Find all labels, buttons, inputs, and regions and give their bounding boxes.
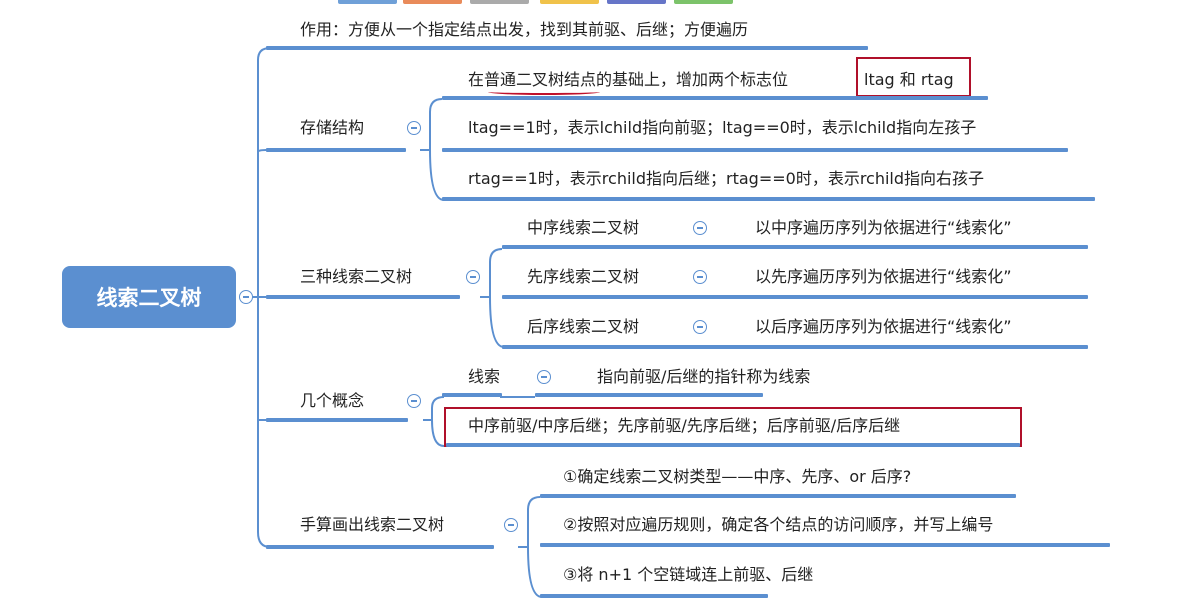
type-preorder-desc[interactable]: 以先序遍历序列为依据进行“线索化” [755, 267, 1012, 286]
toolbar-tab[interactable] [674, 0, 733, 4]
underline [502, 345, 1088, 349]
underline [442, 96, 988, 100]
toolbar-tab[interactable] [470, 0, 529, 4]
underline [266, 46, 868, 50]
type-postorder[interactable]: 后序线索二叉树 [527, 317, 640, 336]
branch-purpose[interactable]: 作用：方便从一个指定结点出发，找到其前驱、后继；方便遍历 [300, 20, 749, 39]
concept-predecessors[interactable]: 中序前驱/中序后继；先序前驱/先序后继；后序前驱/后序后继 [468, 416, 901, 435]
red-underline-annotation [488, 89, 600, 95]
underline [442, 393, 502, 397]
storage-item[interactable]: ltag==1时，表示lchild指向前驱；ltag==0时，表示lchild指… [468, 118, 977, 137]
toolbar-tab[interactable] [338, 0, 397, 4]
collapse-icon[interactable] [537, 370, 551, 384]
underline [502, 245, 1088, 249]
manual-step[interactable]: ③将 n+1 个空链域连上前驱、后继 [563, 565, 814, 584]
concept-thread-desc[interactable]: 指向前驱/后继的指针称为线索 [597, 367, 811, 386]
type-preorder[interactable]: 先序线索二叉树 [527, 267, 640, 286]
collapse-icon[interactable] [239, 290, 253, 304]
storage-item[interactable]: rtag==1时，表示rchild指向后继；rtag==0时，表示rchild指… [468, 169, 985, 188]
underline [446, 443, 1020, 447]
concept-thread[interactable]: 线索 [468, 367, 501, 386]
storage-item-tags[interactable]: ltag 和 rtag [864, 70, 954, 89]
branch-concepts[interactable]: 几个概念 [300, 391, 365, 410]
collapse-icon[interactable] [504, 518, 518, 532]
root-topic[interactable]: 线索二叉树 [62, 266, 236, 328]
type-postorder-desc[interactable]: 以后序遍历序列为依据进行“线索化” [755, 317, 1012, 336]
type-inorder-desc[interactable]: 以中序遍历序列为依据进行“线索化” [755, 218, 1012, 237]
underline [266, 295, 460, 299]
underline [535, 393, 763, 397]
toolbar-tab[interactable] [403, 0, 462, 4]
underline [502, 295, 1088, 299]
collapse-icon[interactable] [693, 270, 707, 284]
collapse-icon[interactable] [693, 221, 707, 235]
underline [540, 543, 1110, 547]
branch-storage[interactable]: 存储结构 [300, 118, 365, 137]
manual-step[interactable]: ②按照对应遍历规则，确定各个结点的访问顺序，并写上编号 [563, 515, 994, 534]
storage-item[interactable]: 在普通二叉树结点的基础上，增加两个标志位 [468, 70, 789, 89]
collapse-icon[interactable] [466, 270, 480, 284]
branch-three-types[interactable]: 三种线索二叉树 [300, 267, 413, 286]
type-inorder[interactable]: 中序线索二叉树 [527, 218, 640, 237]
manual-step[interactable]: ①确定线索二叉树类型——中序、先序、or 后序? [563, 467, 912, 486]
underline [442, 197, 1095, 201]
toolbar-tab[interactable] [607, 0, 666, 4]
underline [266, 418, 408, 422]
toolbar-tab[interactable] [540, 0, 599, 4]
underline [266, 148, 406, 152]
underline [540, 594, 768, 598]
collapse-icon[interactable] [407, 394, 421, 408]
underline [540, 494, 1016, 498]
branch-manual[interactable]: 手算画出线索二叉树 [300, 515, 445, 534]
collapse-icon[interactable] [407, 121, 421, 135]
underline [266, 545, 494, 549]
collapse-icon[interactable] [693, 320, 707, 334]
underline [442, 148, 1068, 152]
